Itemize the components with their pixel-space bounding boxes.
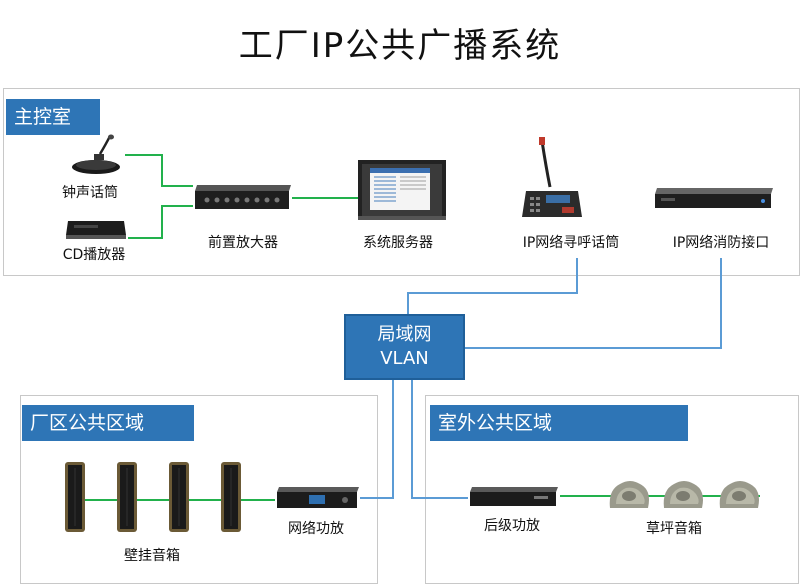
chime-mic-icon [72, 134, 120, 174]
lawn-speaker-icon [609, 481, 649, 508]
main-control-room-label: 主控室 [6, 99, 100, 135]
hub-line-1: 局域网 [377, 324, 432, 345]
network-amp-label: 网络功放 [288, 521, 344, 537]
page-title: 工厂IP公共广播系统 [238, 26, 562, 66]
lan-vlan-hub: 局域网 VLAN [344, 314, 465, 380]
preamp-icon [195, 185, 291, 209]
rear-amp-label: 后级功放 [484, 518, 540, 534]
preamp-label: 前置放大器 [208, 235, 278, 251]
lawn-speaker-icon [663, 481, 703, 508]
cd-player-icon [66, 221, 126, 239]
rear-amp-icon [470, 487, 558, 506]
ip-paging-mic-label: IP网络寻呼话筒 [522, 235, 620, 251]
outdoor-area-label: 室外公共区域 [430, 405, 688, 441]
factory-area-label: 厂区公共区域 [22, 405, 194, 441]
lawn-speakers-label: 草坪音箱 [646, 521, 702, 537]
ip-fire-interface-label: IP网络消防接口 [672, 235, 770, 251]
wall-speaker-icon [221, 462, 241, 532]
ip-paging-mic-icon [522, 137, 582, 217]
wall-speaker-icon [117, 462, 137, 532]
cd-player-label: CD播放器 [62, 247, 126, 263]
server-label: 系统服务器 [363, 235, 433, 251]
network-amp-icon [277, 487, 359, 508]
wall-speaker-icon [169, 462, 189, 532]
ip-fire-interface-icon [655, 188, 773, 208]
wall-speaker-icon [65, 462, 85, 532]
chime-mic-label: 钟声话筒 [62, 185, 118, 201]
server-icon [358, 160, 446, 220]
wall-speakers-label: 壁挂音箱 [124, 548, 180, 564]
hub-line-2: VLAN [380, 348, 429, 369]
lawn-speaker-icon [719, 481, 759, 508]
